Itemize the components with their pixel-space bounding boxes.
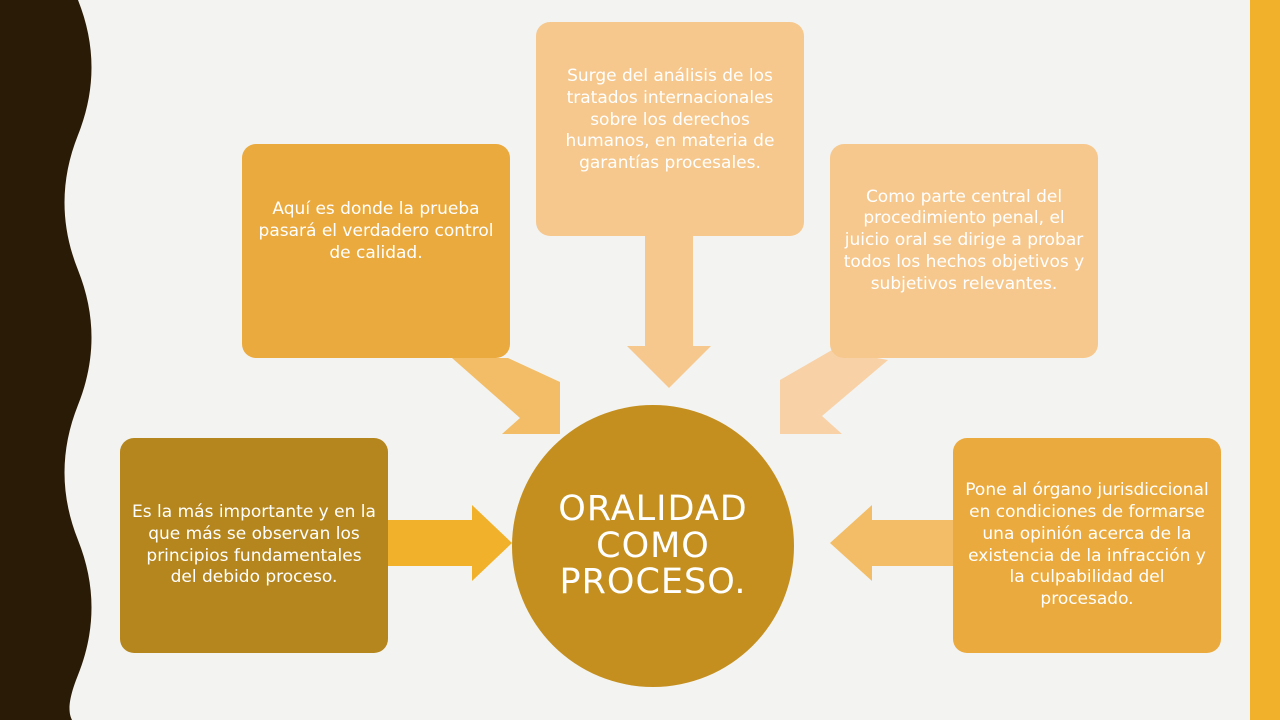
box-top: Surge del análisis de los tratados inter… — [536, 22, 804, 236]
box-left: Es la más importante y en la que más se … — [120, 438, 388, 653]
arrow-left — [388, 505, 512, 581]
box-left-text: Es la más importante y en la que más se … — [132, 502, 376, 588]
box-upper-right-text: Como parte central del procedimiento pen… — [843, 186, 1085, 294]
box-upper-left: Aquí es donde la prueba pasará el verdad… — [242, 144, 510, 358]
box-right: Pone al órgano jurisdiccional en condici… — [953, 438, 1221, 653]
arrow-top — [627, 236, 711, 388]
center-circle: ORALIDAD COMO PROCESO. — [512, 405, 794, 687]
arrow-upper-left — [452, 358, 560, 434]
arrow-right — [830, 505, 953, 581]
box-top-text: Surge del análisis de los tratados inter… — [565, 66, 775, 173]
box-right-text: Pone al órgano jurisdiccional en condici… — [965, 480, 1209, 609]
box-upper-right: Como parte central del procedimiento pen… — [830, 144, 1098, 358]
arrow-upper-right — [780, 350, 888, 434]
left-wave-band — [0, 0, 92, 720]
box-upper-left-text: Aquí es donde la prueba pasará el verdad… — [258, 199, 494, 263]
right-accent-bar — [1250, 0, 1280, 720]
center-label: ORALIDAD COMO PROCESO. — [558, 488, 748, 603]
